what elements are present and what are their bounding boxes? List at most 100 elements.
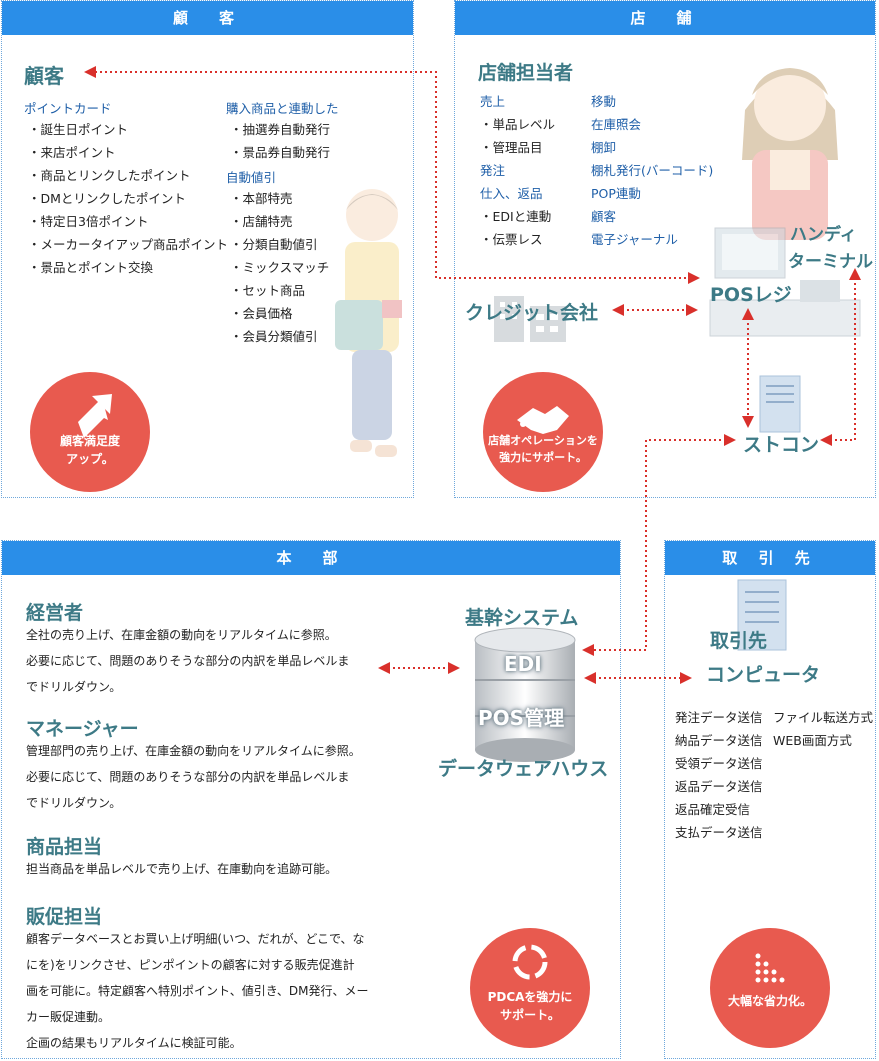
customer-satisfaction-badge: 顧客満足度 アップ。 [30, 372, 150, 492]
auto-discount-item: ・店舗特売 [230, 214, 293, 229]
linked-product-item: ・景品券自動発行 [230, 145, 331, 160]
auto-discount-item: ・分類自動値引 [230, 237, 318, 252]
stocon-label: ストコン [743, 434, 820, 456]
hq-role-title: 販促担当 [26, 906, 103, 928]
customer-badge-line2: アップ。 [66, 452, 114, 466]
dots-chart-icon [755, 953, 785, 983]
hq-role-description-line: でドリルダウン。 [26, 796, 122, 810]
store-right-list: 移動在庫照会棚卸棚札発行(バーコード)POP連動顧客電子ジャーナル [591, 90, 713, 251]
customer-panel: 顧 客 [1, 0, 414, 498]
handy-terminal-label-2: ターミナル [788, 252, 873, 272]
store-left-list: 売上・単品レベル・管理品目発注仕入、返品・EDIと連動・伝票レス [480, 90, 555, 251]
hq-role-description-line: にを)をリンクさせ、ピンポイントの顧客に対する販売促進計 [26, 958, 355, 972]
hq-role-description-line: 画を可能に。特定顧客へ特別ポイント、値引き、DM発行、メー [26, 984, 369, 998]
partner-computer-title-2: コンピュータ [706, 664, 821, 686]
partner-data-item: 支払データ送信 [675, 825, 763, 840]
store-function-item: ・EDIと連動 [480, 209, 552, 224]
linked-products-list: ・抽選券自動発行・景品券自動発行 [230, 118, 330, 164]
point-card-item: ・誕生日ポイント [28, 122, 129, 137]
customer-panel-header: 顧 客 [2, 1, 413, 35]
store-badge-line1: 店舗オペレーションを [488, 434, 598, 447]
connection-arrows [95, 71, 856, 679]
auto-discount-item: ・ミックスマッチ [230, 260, 330, 275]
hq-panel-header: 本 部 [2, 541, 620, 575]
store-function-item: 顧客 [591, 209, 617, 224]
point-card-item: ・景品とポイント交換 [28, 260, 154, 275]
partner-data-item: 納品データ送信 [675, 733, 763, 748]
hq-role-description: 全社の売り上げ、在庫金額の動向をリアルタイムに参照。必要に応じて、問題のありそう… [26, 622, 349, 700]
hq-role-description-line: 全社の売り上げ、在庫金額の動向をリアルタイムに参照。 [26, 628, 337, 642]
partner-computer-title-1: 取引先 [710, 630, 768, 652]
hq-role-description-line: 担当商品を単品レベルで売り上げ、在庫動向を追跡可能。 [26, 862, 338, 876]
hq-role-description-line: 必要に応じて、問題のありそうな部分の内訳を単品レベルま [26, 654, 350, 668]
hq-role-description-line: 顧客データベースとお買い上げ明細(いつ、だれが、どこで、な [26, 932, 365, 946]
cycle-icon [512, 944, 548, 980]
hq-role-description-line: 管理部門の売り上げ、在庫金額の動向をリアルタイムに参照。 [26, 744, 361, 758]
store-panel: 店 舗 [454, 0, 876, 498]
partner-panel-header: 取 引 先 [665, 541, 875, 575]
store-function-item: 発注 [480, 163, 506, 178]
store-function-item: ・単品レベル [480, 117, 556, 132]
store-function-item: 棚卸 [591, 140, 617, 155]
store-function-item: 棚札発行(バーコード) [591, 163, 714, 178]
customer-woman-illustration [335, 189, 402, 457]
point-card-heading: ポイントカード [24, 101, 112, 116]
credit-building-icon [494, 296, 566, 342]
partner-method-item: ファイル転送方式 [773, 710, 874, 725]
stocon-server-icon [759, 375, 801, 433]
auto-discount-item: ・本部特売 [230, 191, 293, 206]
partner-data-item: 発注データ送信 [675, 710, 763, 725]
hq-role-description-line: カー販促連動。 [26, 1010, 111, 1024]
pdca-badge-line1: PDCAを強力に [487, 990, 573, 1004]
auto-discount-item: ・会員分類値引 [230, 329, 318, 344]
point-card-item: ・来店ポイント [28, 145, 116, 160]
partner-data-list: 発注データ送信納品データ送信受領データ送信返品データ送信返品確定受信支払データ送… [675, 706, 763, 844]
store-function-item: 在庫照会 [591, 117, 642, 132]
store-badge-line2: 強力にサポート。 [499, 451, 587, 464]
linked-product-item: ・抽選券自動発行 [230, 122, 331, 137]
hq-role-title: マネージャー [26, 718, 139, 740]
pos-management-label: POS管理 [478, 706, 565, 730]
handy-terminal-label-1: ハンディ [790, 225, 857, 245]
core-system-title: 基幹システム [465, 607, 579, 629]
partner-method-list: ファイル転送方式 WEB画面方式 [773, 706, 873, 752]
partner-panel: 取 引 先 [664, 540, 876, 1059]
store-operation-badge: 店舗オペレーションを 強力にサポート。 [483, 372, 603, 492]
pdca-badge: PDCAを強力に サポート。 [470, 928, 590, 1048]
arrow-customer-pos [95, 71, 690, 279]
store-staff-title: 店舗担当者 [478, 62, 574, 84]
edi-label: EDI [504, 652, 542, 676]
store-function-item: ・管理品目 [480, 140, 543, 155]
customer-badge-line1: 顧客満足度 [59, 434, 120, 448]
store-panel-header: 店 舗 [455, 1, 875, 35]
point-card-item: ・DMとリンクしたポイント [28, 191, 186, 206]
point-card-item: ・メーカータイアップ商品ポイント [28, 237, 229, 252]
store-function-item: 仕入、返品 [480, 186, 543, 201]
point-card-item: ・商品とリンクしたポイント [28, 168, 191, 183]
auto-discount-item: ・会員価格 [230, 306, 293, 321]
partner-method-item: WEB画面方式 [773, 733, 852, 748]
store-clerk-illustration [742, 68, 838, 240]
customer-title: 顧客 [24, 64, 64, 88]
labor-saving-badge: 大幅な省力化。 [710, 928, 830, 1048]
pos-register-label: POSレジ [710, 284, 792, 306]
arrow-handy-stocon [830, 278, 856, 441]
hq-panel: 本 部 [1, 540, 621, 1059]
hq-role-title: 商品担当 [26, 836, 103, 858]
hq-role-description-line: 必要に応じて、問題のありそうな部分の内訳を単品レベルま [26, 770, 350, 784]
arrow-heads [84, 66, 861, 684]
pos-register-illustration [709, 227, 861, 337]
hq-role-description-line: でドリルダウン。 [26, 680, 122, 694]
arrow-stocon-hq [592, 439, 726, 651]
auto-discount-heading: 自動値引 [226, 170, 277, 185]
store-function-item: 売上 [480, 94, 506, 109]
data-warehouse-label: データウェアハウス [438, 758, 609, 780]
partner-data-item: 受領データ送信 [675, 756, 763, 771]
handshake-icon [517, 406, 569, 434]
linked-products-heading: 購入商品と連動した [226, 101, 339, 116]
store-function-item: ・伝票レス [480, 232, 543, 247]
store-function-item: 移動 [591, 94, 617, 109]
hq-role-description-line: 企画の結果もリアルタイムに検証可能。 [26, 1036, 242, 1050]
store-function-item: POP連動 [591, 186, 641, 201]
